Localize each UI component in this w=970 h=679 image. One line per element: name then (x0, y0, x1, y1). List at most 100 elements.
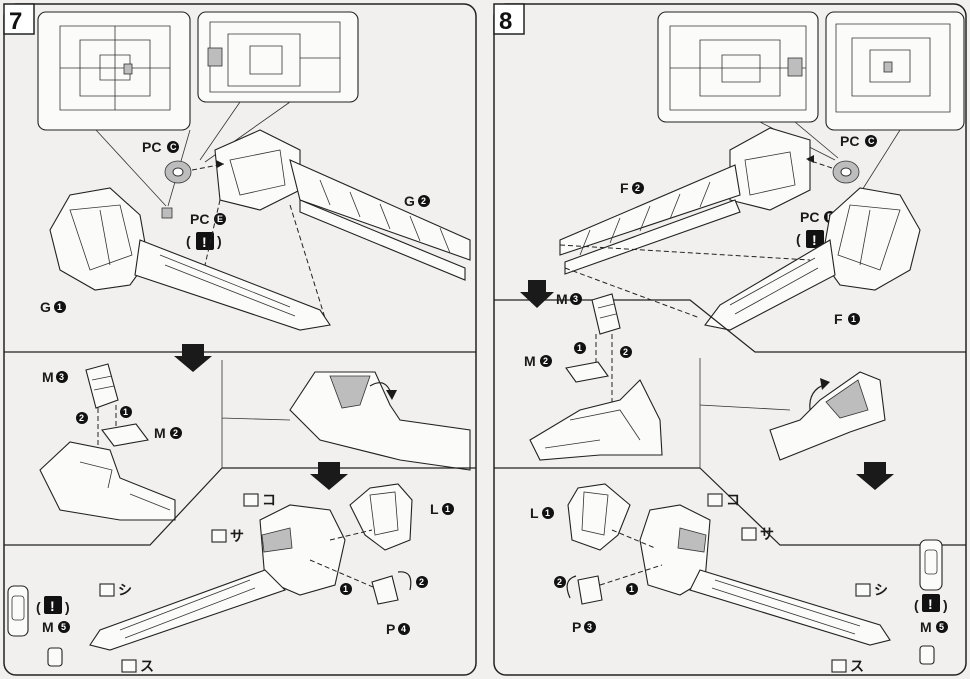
svg-text:1: 1 (577, 343, 582, 353)
rotate-view-hatch (329, 375, 371, 409)
svg-text:3: 3 (59, 372, 64, 382)
label-m3-8: M (556, 291, 568, 307)
svg-text:4: 4 (401, 624, 406, 634)
badge-g1 (54, 301, 66, 313)
seq-badge-2-8 (620, 346, 632, 358)
g1-hull-body (134, 239, 331, 331)
callout-right-detail-8 (825, 11, 965, 131)
g2-front-detail (229, 149, 286, 196)
paren-close-2: ) (65, 599, 70, 615)
label-f2: F (620, 180, 629, 196)
g2-ribs (319, 179, 451, 254)
badge-pc-c (167, 141, 179, 153)
sticker-ko-icon-8 (707, 493, 723, 507)
g1-hull-front (49, 187, 149, 291)
rotate-view-callout (221, 360, 291, 468)
svg-text:2: 2 (557, 577, 562, 587)
sticker-shi-icon-8 (855, 583, 871, 597)
svg-text:1: 1 (343, 584, 348, 594)
step-8-number-box (493, 3, 525, 35)
g1-hull-lines (159, 254, 296, 317)
svg-text:1: 1 (545, 508, 550, 518)
callout-right-detail (197, 11, 359, 103)
svg-text:ス: ス (140, 658, 154, 674)
step-8-frame (493, 3, 967, 676)
svg-text:サ: サ (230, 528, 244, 544)
svg-text:シ: シ (874, 582, 888, 598)
final-hull-panel (261, 527, 293, 553)
rotate-view-hatch-8 (825, 379, 869, 419)
m3-detail (91, 375, 115, 391)
final-hull-panel-8 (677, 527, 707, 553)
label-g1: G (40, 299, 51, 315)
divider-3-8 (699, 467, 966, 546)
seq-badge-1b (340, 583, 352, 595)
badge-f1 (848, 313, 860, 325)
sticker-sa-icon (211, 529, 227, 543)
label-pc-c-8: PC (840, 133, 859, 149)
paren-close-2-8: ) (943, 597, 948, 613)
rotate-arrow-head-8 (820, 378, 830, 390)
seq-badge-1b-8 (626, 583, 638, 595)
final-guides (309, 529, 381, 591)
m2-part (101, 423, 149, 447)
f1-hull-detail (837, 204, 901, 271)
svg-text:2: 2 (623, 347, 628, 357)
badge-m3-8 (570, 293, 582, 305)
svg-text:2: 2 (635, 183, 640, 193)
svg-text:!: ! (928, 596, 933, 612)
label-p4: P (386, 621, 395, 637)
final-hull-lines (119, 579, 256, 639)
warning-icon-2-8 (922, 594, 940, 612)
p4-rotate-arrow (397, 571, 412, 591)
down-arrow-2 (310, 462, 348, 490)
final-hull-body-8 (689, 569, 891, 646)
pc-e-part (161, 207, 173, 219)
m5-callout-8 (919, 539, 943, 591)
seq-badge-2b (416, 576, 428, 588)
m-sub-hull-detail-8 (544, 409, 641, 449)
seq-badge-1 (120, 406, 132, 418)
step-7-number: 7 (9, 8, 22, 35)
svg-text:3: 3 (573, 294, 578, 304)
svg-text:2: 2 (543, 356, 548, 366)
rotate-view-hull-8 (769, 371, 886, 461)
svg-text:コ: コ (726, 492, 740, 508)
paren-open: ( (186, 233, 191, 249)
svg-text:!: ! (50, 598, 55, 614)
svg-text:1: 1 (57, 302, 62, 312)
rotate-arrow-head (386, 390, 397, 400)
f2-rail-upper (559, 164, 741, 256)
f1-f2-guides (559, 244, 811, 319)
paren-open-8: ( (796, 231, 801, 247)
callout-right-drawing-8 (835, 23, 951, 113)
m3-part (85, 363, 119, 409)
svg-text:C: C (170, 142, 177, 152)
label-g2: G (404, 193, 415, 209)
svg-text:2: 2 (419, 577, 424, 587)
f1-hull-front (821, 187, 921, 291)
sticker-su-icon-8 (831, 659, 847, 673)
seq-badge-1-8 (574, 342, 586, 354)
callout-left-detail-8 (657, 11, 819, 123)
badge-m5-8 (936, 621, 948, 633)
svg-text:2: 2 (421, 196, 426, 206)
badge-m2 (170, 427, 182, 439)
p3-part-8 (577, 575, 603, 605)
svg-text:サ: サ (760, 526, 774, 542)
m5-callout-detail-8 (924, 549, 938, 575)
pc-c-arrow-8 (806, 155, 814, 163)
pc-c-arrow (216, 160, 224, 168)
callout-left-drawing-8 (669, 25, 807, 111)
badge-pc-c-8 (865, 135, 877, 147)
f2-front-detail (744, 151, 796, 196)
m-guides-8 (595, 334, 613, 410)
l1-detail (369, 491, 399, 536)
step-7-frame (3, 3, 477, 676)
final-guides-8 (599, 529, 663, 586)
step-7-number-box (3, 3, 35, 35)
svg-text:2: 2 (79, 413, 84, 423)
label-pc-c: PC (142, 139, 161, 155)
m5-part (47, 647, 63, 667)
svg-text:E: E (217, 214, 223, 224)
